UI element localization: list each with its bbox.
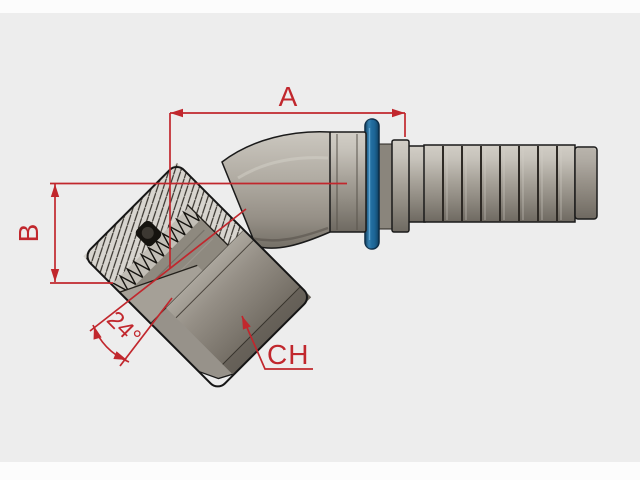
cone-seat: [119, 265, 203, 324]
swivel-hex-nut: [83, 162, 312, 388]
elbow-shadow: [249, 226, 329, 242]
top-white-strip: [0, 0, 640, 13]
angle-line-lower: [119, 297, 173, 367]
nut-exterior: [166, 230, 312, 376]
cone-seat-edge: [119, 264, 198, 293]
hex-bottom-sliver: [222, 286, 312, 376]
dim-b-arrow-bottom: [50, 269, 60, 282]
elbow-tube: [221, 130, 331, 249]
ch-label: CH: [267, 339, 309, 370]
angle-arrow-upper: [93, 326, 102, 340]
nut-outline: [86, 166, 308, 388]
nut-section-cut: [83, 162, 245, 324]
seal-ball: [141, 226, 154, 239]
hose-shank: [405, 144, 598, 223]
ch-leader-line: [241, 315, 313, 370]
seal-washer-shading: [365, 119, 379, 249]
angle-line-upper: [89, 208, 247, 332]
barb-rib-highlights: [446, 147, 562, 220]
dim-b-label: B: [13, 224, 44, 243]
retainer-flange: [391, 139, 410, 233]
dim-a-label: A: [279, 81, 298, 112]
collar-flange: [328, 131, 367, 233]
barb-rib-grooves: [442, 146, 558, 221]
section-hatching-end: [187, 189, 244, 246]
counterbore-edge: [186, 204, 229, 247]
ch-arrow: [242, 316, 251, 330]
dim-a-arrow-right: [392, 108, 405, 118]
shank-end-shade: [576, 148, 596, 218]
o-ring-seal: [364, 118, 380, 250]
bottom-white-strip: [0, 462, 640, 480]
angle-arrow-lower: [113, 351, 127, 360]
hex-faces: [166, 230, 312, 376]
dimension-ch: CH: [241, 315, 313, 370]
dim-b-arrow-top: [50, 184, 60, 197]
elbow-highlight: [237, 156, 329, 180]
elbow-body: [221, 130, 331, 249]
dimension-a: A: [169, 81, 406, 268]
dim-a-arrow-left: [170, 108, 183, 118]
dimension-b: B: [13, 184, 113, 284]
flange-assembly: [328, 118, 410, 250]
shank-end-cap: [574, 146, 598, 220]
hex-edge-upper: [175, 239, 255, 319]
